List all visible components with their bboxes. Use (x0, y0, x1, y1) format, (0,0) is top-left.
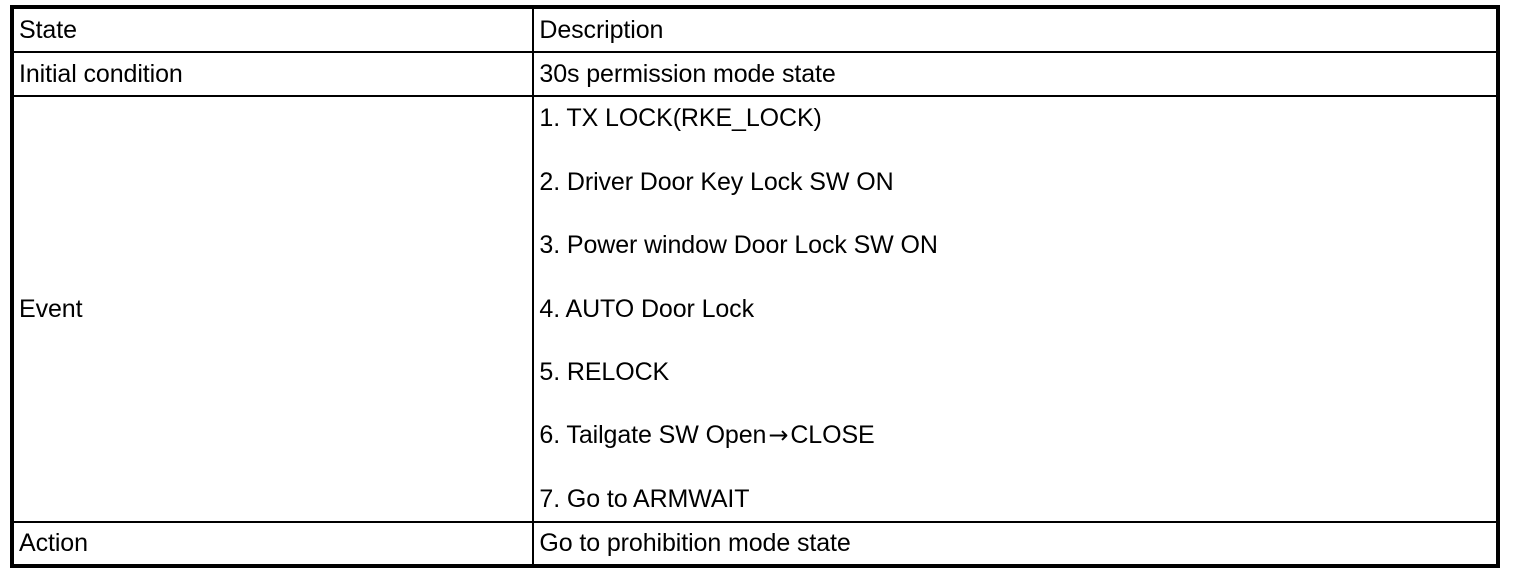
event-step-text: 5. RELOCK (539, 357, 670, 386)
list-item: 4. AUTO Door Lock (539, 294, 1496, 360)
list-item: 5. RELOCK (539, 357, 1496, 423)
description-text-initial-condition: 30s permission mode state (539, 59, 836, 88)
state-label-event: Event (19, 294, 83, 323)
table-row-event: Event 1. TX LOCK(RKE_LOCK) 2. Driver Doo… (10, 95, 1499, 523)
cell-description-action: Go to prohibition mode state (532, 521, 1499, 567)
header-label-state: State (19, 15, 77, 44)
table-header-row: State Description (10, 6, 1499, 53)
state-label-initial-condition: Initial condition (19, 59, 183, 88)
event-step-text: 1. TX LOCK(RKE_LOCK) (539, 104, 822, 133)
list-item: 7. Go to ARMWAIT (539, 484, 1496, 513)
state-label-action: Action (19, 529, 88, 557)
cell-state-initial-condition: Initial condition (10, 51, 535, 97)
cell-state-action: Action (10, 521, 535, 567)
event-step-list: 1. TX LOCK(RKE_LOCK) 2. Driver Door Key … (539, 106, 1496, 511)
cell-state-event: Event (10, 95, 535, 523)
cell-description-event: 1. TX LOCK(RKE_LOCK) 2. Driver Door Key … (532, 95, 1499, 523)
list-item: 2. Driver Door Key Lock SW ON (539, 167, 1496, 233)
table-row-action: Action Go to prohibition mode state (10, 521, 1499, 567)
event-step-text: 7. Go to ARMWAIT (539, 484, 750, 513)
header-cell-state: State (10, 6, 535, 53)
event-step-text: 2. Driver Door Key Lock SW ON (539, 167, 894, 196)
event-step-text-suffix: CLOSE (790, 421, 875, 450)
table-row-initial-condition: Initial condition 30s permission mode st… (10, 51, 1499, 97)
event-step-text: 6. Tailgate SW Open (539, 421, 767, 450)
right-arrow-icon: → (768, 421, 789, 450)
event-step-text: 4. AUTO Door Lock (539, 294, 754, 323)
list-item: 3. Power window Door Lock SW ON (539, 233, 1496, 296)
list-item: 6. Tailgate SW Open → CLOSE (539, 423, 1496, 486)
cell-description-initial-condition: 30s permission mode state (532, 51, 1499, 97)
list-item: 1. TX LOCK(RKE_LOCK) (539, 106, 1496, 169)
event-step-text: 3. Power window Door Lock SW ON (539, 231, 938, 260)
header-cell-description: Description (532, 6, 1499, 53)
header-label-description: Description (539, 15, 664, 44)
description-text-action: Go to prohibition mode state (539, 529, 851, 557)
state-description-table: State Description Initial condition 30s … (10, 5, 1500, 568)
